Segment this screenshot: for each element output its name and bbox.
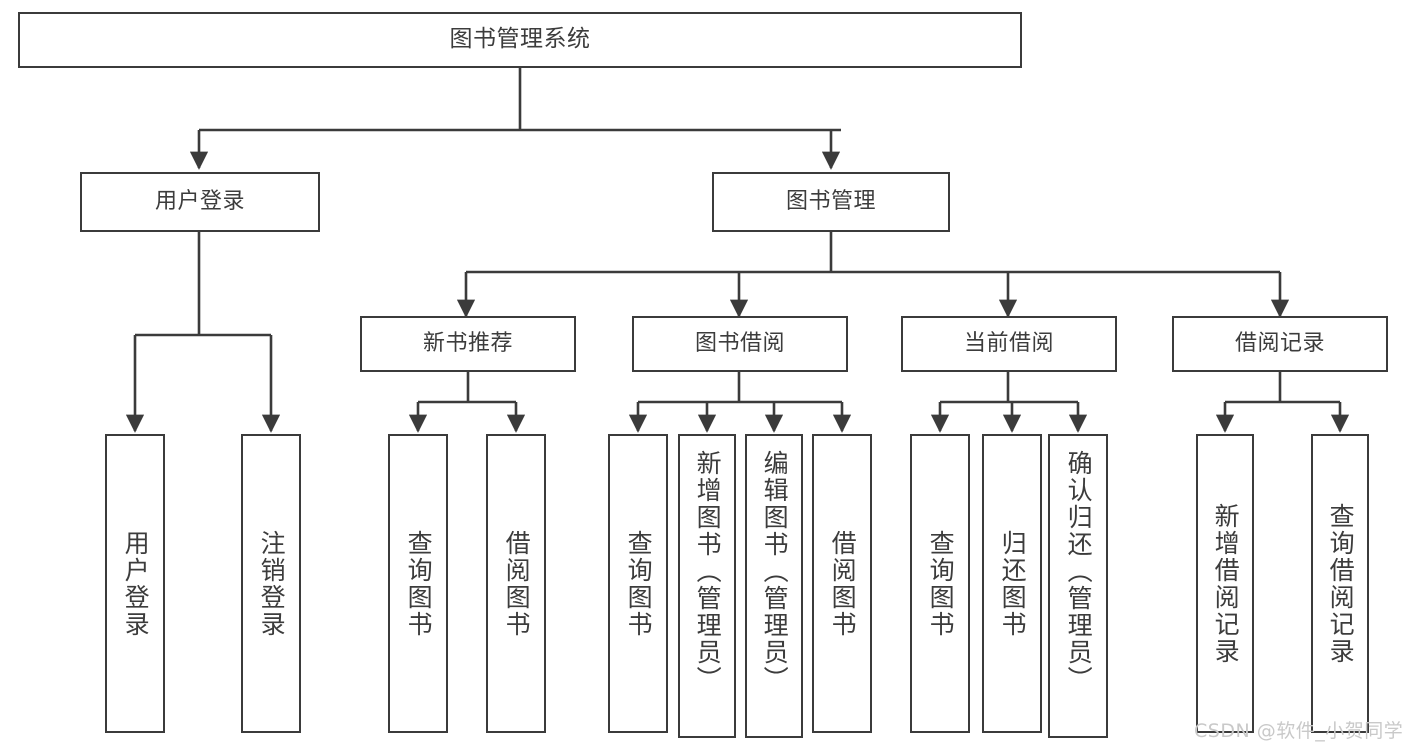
leaf-query-book-1[interactable]: 查询图书 <box>388 434 448 733</box>
csdn-watermark: CSDN @软件_小贺同学 <box>1194 720 1404 742</box>
node-book-manage[interactable]: 图书管理 <box>712 172 950 232</box>
leaf-user-login[interactable]: 用户登录 <box>105 434 165 733</box>
node-user-login[interactable]: 用户登录 <box>80 172 320 232</box>
leaf-query-record[interactable]: 查询借阅记录 <box>1311 434 1369 733</box>
leaf-return-book-label: 归还图书 <box>998 529 1028 638</box>
leaf-query-book-3-label: 查询图书 <box>926 529 956 638</box>
leaf-logout-label: 注销登录 <box>257 529 287 638</box>
leaf-return-book[interactable]: 归还图书 <box>982 434 1042 733</box>
leaf-add-book-label: 新增图书（管理员） <box>693 450 723 693</box>
node-user-login-label: 用户登录 <box>154 189 245 215</box>
node-borrow-record[interactable]: 借阅记录 <box>1172 316 1388 372</box>
leaf-borrow-book-2[interactable]: 借阅图书 <box>812 434 872 733</box>
node-current-borrow-label: 当前借阅 <box>963 331 1054 357</box>
leaf-add-record-label: 新增借阅记录 <box>1211 502 1241 665</box>
node-borrow-record-label: 借阅记录 <box>1234 331 1325 357</box>
node-new-book-recommend[interactable]: 新书推荐 <box>360 316 576 372</box>
leaf-edit-book[interactable]: 编辑图书（管理员） <box>745 434 803 738</box>
node-root[interactable]: 图书管理系统 <box>18 12 1022 68</box>
node-new-book-recommend-label: 新书推荐 <box>422 331 513 357</box>
node-book-manage-label: 图书管理 <box>785 189 876 215</box>
node-root-label: 图书管理系统 <box>449 26 591 53</box>
node-book-borrow-label: 图书借阅 <box>694 331 785 357</box>
leaf-query-record-label: 查询借阅记录 <box>1326 502 1356 665</box>
leaf-confirm-return-label: 确认归还（管理员） <box>1064 450 1094 693</box>
leaf-add-record[interactable]: 新增借阅记录 <box>1196 434 1254 733</box>
leaf-confirm-return[interactable]: 确认归还（管理员） <box>1048 434 1108 738</box>
leaf-borrow-book-1-label: 借阅图书 <box>502 529 532 638</box>
leaf-query-book-2[interactable]: 查询图书 <box>608 434 668 733</box>
leaf-query-book-2-label: 查询图书 <box>624 529 654 638</box>
node-current-borrow[interactable]: 当前借阅 <box>901 316 1117 372</box>
leaf-borrow-book-2-label: 借阅图书 <box>828 529 858 638</box>
leaf-query-book-3[interactable]: 查询图书 <box>910 434 970 733</box>
leaf-add-book[interactable]: 新增图书（管理员） <box>678 434 736 738</box>
leaf-query-book-1-label: 查询图书 <box>404 529 434 638</box>
leaf-logout[interactable]: 注销登录 <box>241 434 301 733</box>
leaf-borrow-book-1[interactable]: 借阅图书 <box>486 434 546 733</box>
leaf-user-login-label: 用户登录 <box>121 529 151 638</box>
leaf-edit-book-label: 编辑图书（管理员） <box>760 450 790 693</box>
node-book-borrow[interactable]: 图书借阅 <box>632 316 848 372</box>
